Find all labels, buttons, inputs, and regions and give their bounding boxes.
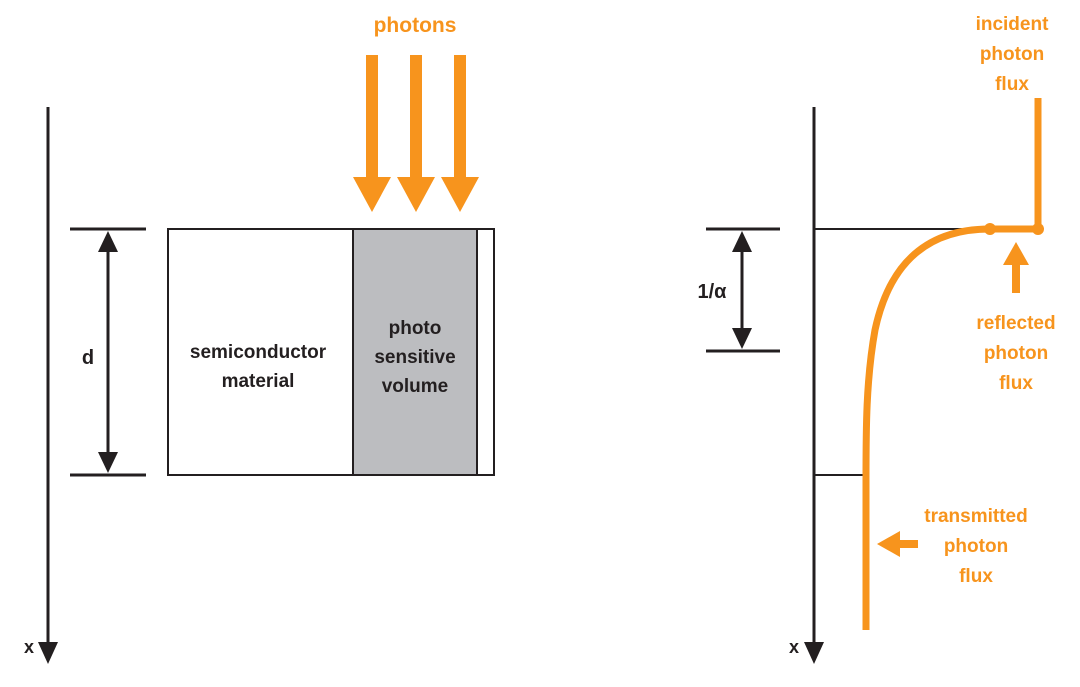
incident-label-line2: photon [980,44,1044,65]
x-axis-label-right: x [789,637,799,657]
reflected-label-line3: flux [999,373,1033,394]
reflected-label-line2: photon [984,343,1048,364]
semiconductor-label-line2: material [222,371,295,392]
absorption-depth-dimension [706,227,780,353]
thickness-dimension [70,227,146,477]
transmitted-flux-arrow [877,531,918,557]
photon-flux-curve [862,98,1044,630]
transmitted-label-line3: flux [959,566,993,587]
semiconductor-label-line1: semiconductor [190,342,327,363]
transmitted-label-line2: photon [944,536,1008,557]
reflection-point-marker [984,223,996,235]
transmitted-label-line1: transmitted [924,506,1027,527]
incident-label-line3: flux [995,74,1029,95]
photo-volume-label-line2: sensitive [374,347,455,368]
x-axis-label-left: x [24,637,34,657]
absorption-depth-label: 1/α [698,281,728,303]
reflected-flux-arrow [1003,242,1029,293]
photon-arrow-1 [353,55,391,212]
thickness-label: d [82,347,94,369]
left-x-axis [38,107,58,664]
reflected-label-line1: reflected [976,313,1055,334]
photon-arrows [353,55,479,212]
photo-sensitive-volume [352,228,478,476]
photo-volume-label-line1: photo [389,318,442,339]
incidence-point-marker [1032,223,1044,235]
photon-arrow-3 [441,55,479,212]
photons-label: photons [374,14,457,37]
photo-volume-label-line3: volume [382,376,449,397]
right-x-axis [804,107,824,664]
incident-label-line1: incident [976,14,1050,35]
photon-arrow-2 [397,55,435,212]
